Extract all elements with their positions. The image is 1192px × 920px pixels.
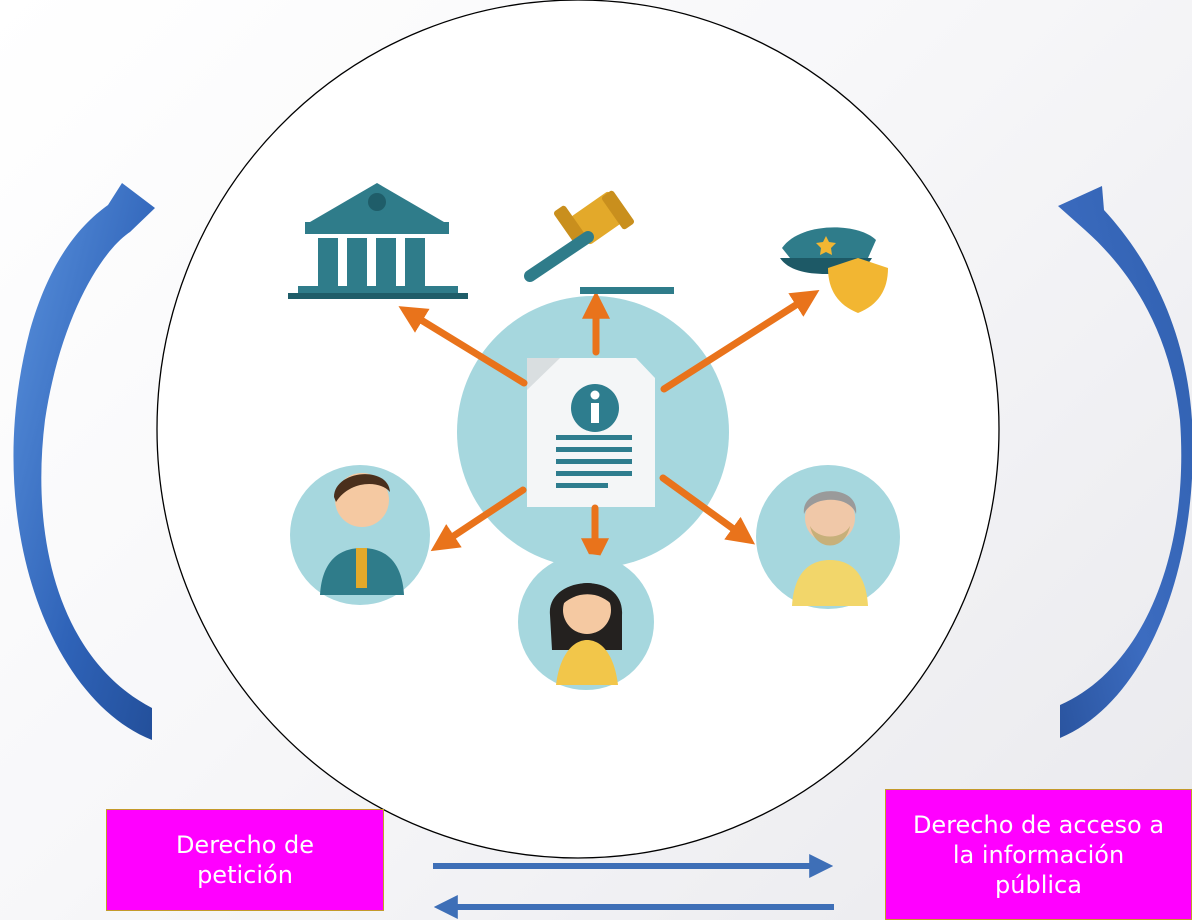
- arrow-to-elder: [659, 474, 756, 545]
- citizen-woman-icon: [518, 554, 654, 690]
- arrow-to-government: [398, 306, 528, 387]
- arrow-to-man: [430, 486, 527, 552]
- derecho-peticion-label: Derecho de petición: [106, 809, 384, 911]
- police-cap-shield-icon: [780, 227, 888, 313]
- derecho-acceso-informacion-text: Derecho de acceso a la información públi…: [912, 810, 1165, 899]
- government-building-icon: [288, 183, 468, 299]
- citizen-elderly-man-icon: [756, 465, 900, 609]
- judge-gavel-icon: [524, 190, 674, 294]
- orange-arrows: [398, 289, 820, 567]
- exchange-arrows: [433, 854, 834, 919]
- left-curved-arrow-icon: [13, 183, 155, 740]
- right-curved-arrow-icon: [1058, 186, 1192, 738]
- derecho-peticion-text: Derecho de petición: [175, 831, 315, 889]
- arrow-to-police: [660, 289, 820, 393]
- derecho-acceso-informacion-label: Derecho de acceso a la información públi…: [885, 789, 1192, 920]
- information-document-icon: [527, 358, 655, 507]
- citizen-man-icon: [290, 465, 430, 605]
